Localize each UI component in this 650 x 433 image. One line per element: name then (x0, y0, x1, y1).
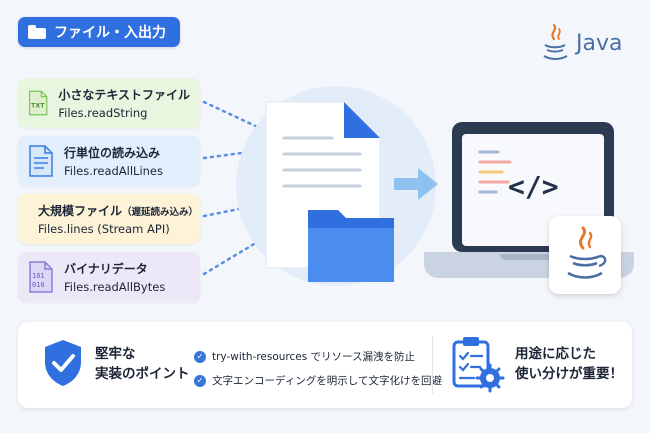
method-title-main: 大規模ファイル (38, 204, 123, 218)
java-logo: Java (540, 20, 632, 66)
method-title-sub: （遅延読み込み） (122, 207, 199, 218)
shield-check-icon (45, 340, 81, 386)
key-points-title: 堅牢な 実装のポイント (95, 345, 190, 384)
usage-note: 用途に応じた 使い分けが重要！ (515, 345, 623, 384)
check-icon: ✓ (194, 374, 206, 387)
key-points-title-line1: 堅牢な (95, 346, 136, 362)
arrow-right-icon (394, 168, 438, 200)
method-title: 大規模ファイル（遅延読み込み） (38, 202, 198, 219)
key-point-text: try-with-resources でリソース漏洩を防止 (212, 351, 416, 363)
method-api: Files.readAllLines (64, 164, 164, 178)
java-logo-text: Java (576, 30, 623, 56)
method-title: 小さなテキストファイル (58, 88, 190, 102)
folder-icon (308, 210, 394, 282)
panel-divider (432, 336, 433, 394)
method-card-read-all-bytes: 101 010 バイナリデータ Files.readAllBytes (18, 252, 200, 302)
section-badge: ファイル・入出力 (18, 17, 180, 47)
best-practices-panel (18, 322, 632, 408)
code-lines (478, 150, 512, 194)
check-icon: ✓ (194, 350, 206, 363)
method-title: バイナリデータ (64, 262, 148, 276)
laptop-notch (500, 254, 556, 260)
code-icon: </> (508, 170, 559, 203)
key-point-item: ✓ try-with-resources でリソース漏洩を防止 (194, 349, 415, 364)
svg-text:TXT: TXT (31, 103, 45, 110)
section-badge-label: ファイル・入出力 (54, 25, 166, 41)
java-cup-icon (567, 226, 607, 279)
method-api: Files.readString (58, 106, 148, 120)
java-cup-icon (543, 23, 568, 60)
method-card-read-all-lines: 行単位の読み込み Files.readAllLines (18, 136, 200, 186)
method-api: Files.readAllBytes (64, 280, 166, 294)
method-card-read-string: TXT 小さなテキストファイル Files.readString (18, 78, 200, 128)
method-card-lines-stream: 大規模ファイル（遅延読み込み） Files.lines (Stream API) (18, 194, 200, 244)
binary-file-icon: 101 010 (29, 261, 53, 293)
txt-file-icon: TXT (28, 90, 48, 116)
checklist-gear-icon (452, 337, 505, 393)
document-lines-icon (29, 145, 53, 177)
key-points-title-line2: 実装のポイント (95, 365, 190, 382)
usage-note-line1: 用途に応じた (515, 346, 596, 362)
svg-text:010: 010 (32, 281, 45, 289)
java-badge-card (549, 216, 621, 294)
method-title: 行単位の読み込み (64, 146, 161, 160)
usage-note-line2: 使い分けが重要！ (515, 365, 623, 382)
key-point-item: ✓ 文字エンコーディングを明示して文字化けを回避 (194, 373, 442, 388)
svg-text:101: 101 (32, 272, 45, 280)
key-point-text: 文字エンコーディングを明示して文字化けを回避 (212, 375, 442, 387)
folder-icon (28, 25, 46, 39)
method-api: Files.lines (Stream API) (38, 222, 170, 236)
